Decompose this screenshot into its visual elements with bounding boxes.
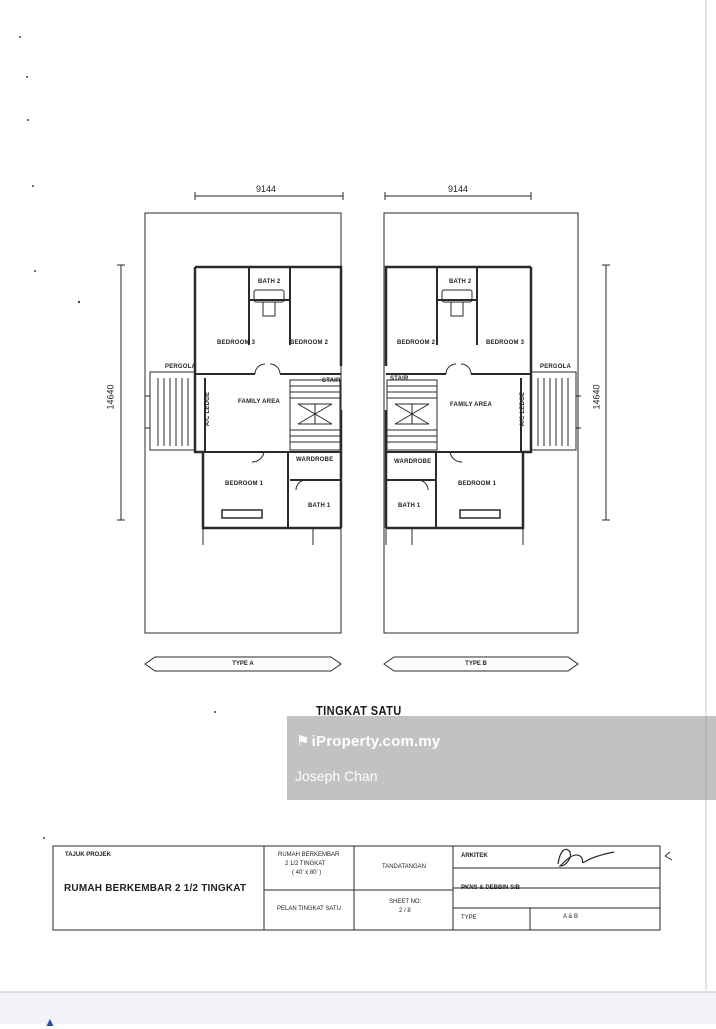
watermark-brand-text: iProperty.com.my — [311, 733, 441, 750]
plan-b-ac-ledge-label: A/C LEDGE — [520, 391, 527, 427]
home-icon[interactable]: ▲ — [44, 1015, 56, 1029]
plan-b-bedroom-3-label: BEDROOM 3 — [486, 340, 525, 346]
project-title-label: TAJUK PROJEK — [65, 852, 111, 858]
location-pin-icon: ⚑ — [296, 733, 310, 750]
bottom-bar — [0, 993, 716, 1024]
architect-label: ARKITEK — [461, 853, 488, 859]
plan-a-family-area-label: FAMILY AREA — [238, 399, 280, 405]
plan-b-family-area-label: FAMILY AREA — [450, 402, 492, 408]
plan-a-pergola-label: PERGOLA — [165, 364, 197, 370]
plan-b-wardrobe-label: WARDROBE — [394, 459, 432, 465]
project-name: RUMAH BERKEMBAR 2 1/2 TINGKAT — [64, 883, 247, 894]
plan-a-ac-ledge-label: A/C LEDGE — [205, 391, 212, 427]
sheet-number-label: SHEET NO: — [389, 899, 422, 905]
plan-a-bath-1-label: BATH 1 — [308, 503, 331, 509]
plan-a-depth-dimension: 14640 — [105, 384, 116, 410]
plan-a-bath-2-label: BATH 2 — [258, 279, 281, 285]
plan-b-stair-label: STAIR — [390, 376, 409, 382]
plan-a-bedroom-2-label: BEDROOM 2 — [290, 340, 329, 346]
plan-b-bath-2-label: BATH 2 — [449, 279, 472, 285]
plan-b-width-dimension: 9144 — [448, 184, 469, 194]
plan-a-bedroom-1-label: BEDROOM 1 — [225, 481, 264, 487]
watermark-overlay — [287, 716, 716, 800]
plan-b-pergola-label: PERGOLA — [540, 364, 572, 370]
project-desc-line-1: RUMAH BERKEMBAR — [278, 852, 340, 858]
plan-a-wardrobe-label: WARDROBE — [296, 457, 334, 463]
drawing-title: PELAN TINGKAT SATU — [277, 906, 341, 912]
plan-a-lot-boundary — [144, 212, 342, 634]
watermark-brand: ⚑iProperty.com.my — [296, 732, 440, 750]
plan-b-type-label: TYPE B — [465, 661, 487, 667]
plan-b-depth-dimension: 14640 — [591, 384, 602, 410]
watermark-agent-name: Joseph Chan — [295, 768, 378, 784]
plan-b-lot-boundary — [383, 212, 579, 634]
level-title: TINGKAT SATU — [316, 703, 402, 718]
sheet-number-value: 2 / 8 — [399, 908, 411, 914]
project-desc-line-2: 2 1/2 TINGKAT — [285, 861, 326, 867]
plan-b-bedroom-2-label: BEDROOM 2 — [397, 340, 436, 346]
project-desc-line-3: ( 40' x 80' ) — [292, 870, 322, 876]
plan-b-bedroom-1-label: BEDROOM 1 — [458, 481, 497, 487]
plan-a-width-dimension: 9144 — [256, 184, 277, 194]
type-value: A & B — [563, 914, 579, 920]
signature-label: TANDATANGAN — [382, 864, 427, 870]
plan-a-stair-label: STAIR — [322, 378, 341, 384]
developer-label: PKNS & DEBBIN S/B — [461, 885, 521, 891]
type-label: TYPE — [461, 915, 477, 921]
architect-signature — [557, 848, 615, 867]
plan-a-bedroom-3-label: BEDROOM 3 — [217, 340, 256, 346]
plan-b-bath-1-label: BATH 1 — [398, 503, 421, 509]
plan-a-type-label: TYPE A — [232, 661, 254, 667]
